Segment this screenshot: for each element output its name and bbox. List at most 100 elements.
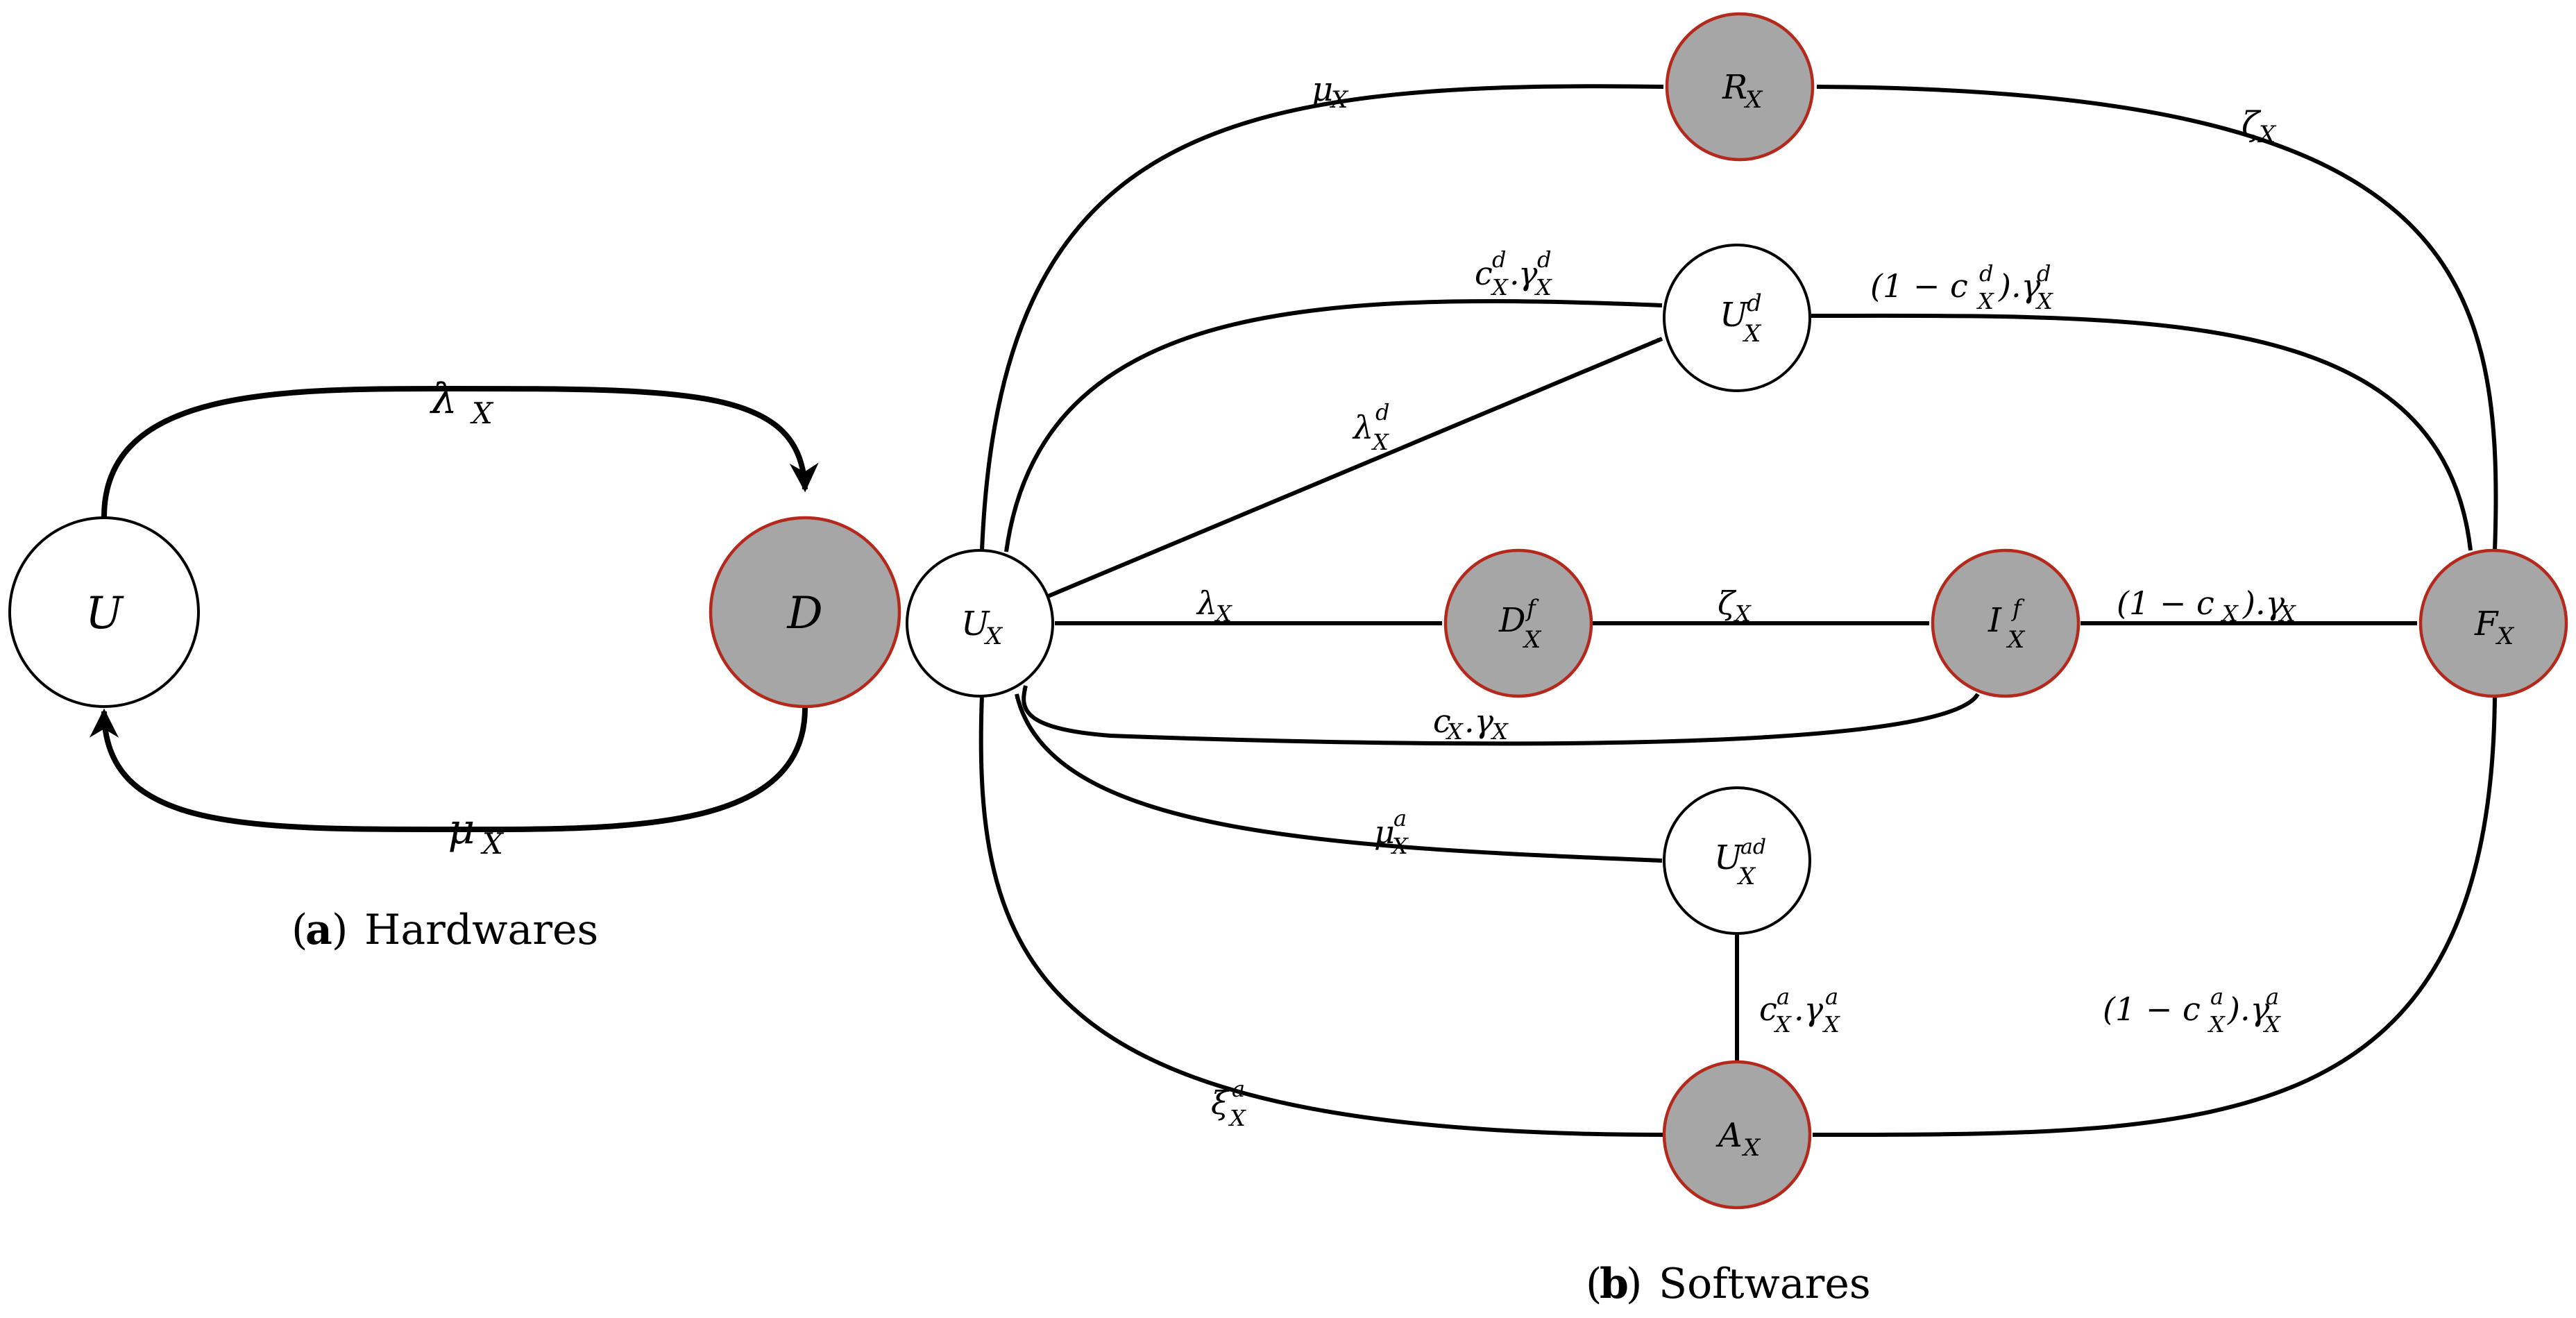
svg-text:F: F (2474, 605, 2499, 643)
svg-text:ζ: ζ (1718, 584, 1737, 622)
svg-text:d: d (2037, 260, 2051, 287)
svg-text:X: X (1822, 1011, 1840, 1038)
svg-text:X: X (470, 396, 494, 430)
software-node-u-label: U X (961, 605, 1003, 650)
software-node-a-label: A X (1715, 1116, 1761, 1162)
svg-text:λ: λ (1352, 409, 1373, 446)
label-df-to-if-zeta: ζ X (1718, 584, 1752, 627)
label-ud-to-f-one-minus-cd: (1 − c d X ).γ d X (1870, 260, 2053, 314)
label-if-to-u-c-gamma: c X .γ X (1433, 702, 1509, 745)
label-r-to-u-mu: μ X (1312, 70, 1349, 114)
hardware-diagram: U D λ X μ X ( a ) Hardwares (8, 375, 901, 954)
svg-text:): ) (332, 906, 348, 954)
software-node-u (906, 549, 1054, 698)
svg-text:X: X (1743, 86, 1763, 114)
svg-text:ξ: ξ (1211, 1084, 1230, 1122)
edge-d-to-u (90, 707, 808, 833)
svg-text:X: X (2220, 600, 2239, 627)
svg-text:a: a (1777, 983, 1790, 1010)
svg-text:a: a (2210, 983, 2223, 1010)
svg-text:Hardwares: Hardwares (364, 906, 598, 954)
edge-ud-to-f (1811, 313, 2473, 551)
svg-text:X: X (1522, 626, 1542, 654)
edge-ud-to-u (1004, 299, 1663, 552)
hardware-node-up (8, 516, 200, 708)
svg-text:(1 − c: (1 − c (2103, 990, 2201, 1028)
svg-text:μ: μ (1374, 813, 1395, 851)
edge-if-to-u (1022, 685, 1980, 746)
svg-text:X: X (2035, 288, 2053, 314)
svg-text:A: A (1715, 1116, 1743, 1155)
svg-text:(1 − c: (1 − c (2117, 584, 2214, 622)
svg-text:.γ: .γ (1794, 990, 1824, 1028)
svg-text:(: ( (1586, 1260, 1602, 1308)
svg-text:d: d (1492, 246, 1506, 273)
software-node-ud (1663, 244, 1811, 392)
software-node-uad (1663, 786, 1811, 935)
svg-text:X: X (1733, 600, 1752, 627)
svg-text:X: X (480, 827, 505, 861)
svg-text:c: c (1433, 702, 1451, 740)
hardware-lambda-label: λ X (430, 375, 494, 430)
edge-r-to-u (979, 84, 1664, 551)
svg-text:c: c (1475, 255, 1493, 292)
svg-text:U: U (961, 605, 990, 643)
svg-text:.: . (1509, 255, 1520, 292)
hardware-mu-label: μ X (448, 805, 505, 861)
svg-text:X: X (1329, 86, 1349, 114)
label-ud-to-u-cd-gd: c d X . γ d X (1475, 246, 1552, 301)
edge-uad-to-u (1015, 693, 1663, 863)
svg-text:X: X (1742, 320, 1762, 348)
svg-text:X: X (1490, 274, 1509, 301)
svg-text:a: a (305, 906, 332, 954)
svg-text:d: d (1979, 260, 1993, 287)
software-node-df (1443, 548, 1593, 698)
label-u-to-ud-lambda-d: λ d X (1352, 399, 1389, 455)
software-node-a (1662, 1060, 1812, 1210)
svg-text:D: D (1498, 601, 1525, 640)
software-node-if (1931, 548, 2081, 698)
svg-text:X: X (983, 623, 1003, 650)
software-node-f (2418, 548, 2568, 698)
svg-text:c: c (1759, 990, 1777, 1028)
svg-text:d: d (1375, 399, 1389, 425)
hardware-node-down-label: D (786, 588, 822, 639)
svg-text:X: X (1228, 1105, 1246, 1131)
svg-text:X: X (2257, 121, 2277, 149)
label-u-to-df-lambda: λ X (1196, 584, 1232, 627)
label-if-to-f-one-minus-c: (1 − c X ).γ X (2117, 584, 2296, 627)
svg-text:a: a (1393, 805, 1407, 831)
label-uad-to-u-mu-a: μ a X (1374, 805, 1409, 859)
hardware-caption: ( a ) Hardwares (291, 906, 598, 954)
svg-text:(: ( (291, 906, 307, 954)
edge-f-to-r (1816, 84, 2498, 551)
edge-u-to-a (978, 695, 1665, 1138)
svg-text:X: X (1390, 833, 1409, 859)
svg-text:X: X (1736, 863, 1756, 890)
svg-text:).γ: ).γ (1998, 267, 2041, 305)
svg-text:X: X (2207, 1011, 2226, 1038)
svg-text:(1 − c: (1 − c (1870, 267, 1968, 305)
label-a-to-uad-ca-ga: c a X .γ a X (1759, 983, 1840, 1038)
svg-text:a: a (1825, 983, 1838, 1010)
svg-text:U: U (1714, 838, 1743, 877)
edge-u-to-d (101, 385, 819, 518)
software-node-r-label: R X (1722, 68, 1763, 114)
svg-text:.γ: .γ (1464, 702, 1494, 740)
svg-text:γ: γ (1518, 255, 1538, 292)
label-u-to-a-xi-a: ξ a X (1211, 1076, 1246, 1131)
software-node-r (1665, 12, 1815, 162)
svg-text:b: b (1600, 1260, 1629, 1308)
svg-text:a: a (1232, 1076, 1245, 1102)
svg-text:X: X (1445, 718, 1464, 745)
svg-text:Softwares: Softwares (1659, 1260, 1871, 1308)
software-node-ud-label: U d X (1720, 289, 1762, 348)
svg-text:X: X (2262, 1011, 2281, 1038)
svg-text:X: X (2278, 600, 2296, 627)
svg-text:X: X (1741, 1134, 1761, 1162)
svg-text:λ: λ (430, 375, 457, 423)
svg-text:μ: μ (1312, 70, 1333, 109)
svg-text:ad: ad (1740, 835, 1766, 859)
svg-text:λ: λ (1196, 584, 1217, 622)
